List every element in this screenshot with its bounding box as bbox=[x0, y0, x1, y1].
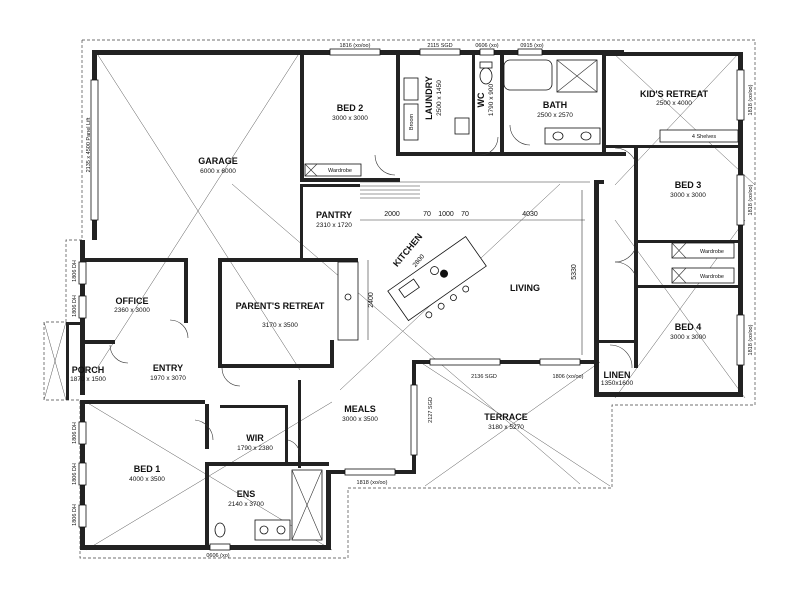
room-name-bath: BATH bbox=[543, 100, 567, 110]
room-name-terrace: TERRACE bbox=[484, 412, 528, 422]
window-marks bbox=[78, 48, 745, 551]
room-name-pantry: PANTRY bbox=[316, 210, 352, 220]
room-dim-parents-retreat: 3170 x 3500 bbox=[262, 322, 298, 329]
win-garage-left: 2135 x 4500 Panel Lift bbox=[86, 117, 92, 172]
doors bbox=[109, 124, 638, 457]
label-wardrobe-bed4: Wardrobe bbox=[700, 274, 724, 280]
win-terrace-sgd: 2127 SGD bbox=[428, 397, 434, 423]
dimension-labels: 2000 70 1000 70 4030 5330 2400 bbox=[368, 211, 578, 308]
room-dim-laundry: 2500 x 1450 bbox=[436, 80, 443, 116]
room-name-wc: WC bbox=[476, 92, 486, 107]
dimension-lines bbox=[360, 190, 585, 355]
win-bed1-left-2: 1806 DH bbox=[72, 463, 78, 485]
wardrobes bbox=[304, 129, 739, 284]
room-name-linen: LINEN bbox=[604, 370, 631, 380]
label-shelves: 4 Shelves bbox=[692, 134, 716, 140]
room-name-bed1: BED 1 bbox=[134, 464, 161, 474]
room-name-wir: WIR bbox=[246, 433, 264, 443]
room-name-kids-retreat: KID'S RETREAT bbox=[640, 89, 708, 99]
entry-steps bbox=[360, 181, 590, 199]
win-bed1-left-1: 1806 DH bbox=[72, 422, 78, 444]
room-dim-bath: 2500 x 2570 bbox=[537, 112, 573, 119]
win-top-laundry: 2115 SGD bbox=[427, 43, 452, 49]
room-name-ens: ENS bbox=[237, 489, 256, 499]
cooktop-icon bbox=[344, 293, 352, 301]
dim-2400: 2400 bbox=[368, 292, 375, 308]
dim-1000: 1000 bbox=[438, 211, 454, 218]
dim-70a: 70 bbox=[423, 211, 431, 218]
win-right-bed3: 1818 (xo/oo) bbox=[748, 184, 754, 215]
label-broom: Broom bbox=[409, 113, 415, 130]
label-wardrobe-bed3: Wardrobe bbox=[700, 249, 724, 255]
room-dim-meals: 3000 x 3500 bbox=[342, 416, 378, 423]
eave-outline bbox=[43, 39, 756, 559]
room-dim-bed2: 3000 x 3000 bbox=[332, 115, 368, 122]
win-top-bath: 0915 (xo) bbox=[520, 43, 543, 49]
room-dim-wir: 1790 x 2380 bbox=[237, 445, 273, 452]
room-dim-wc: 1790 x 900 bbox=[488, 84, 495, 117]
room-dim-pantry: 2310 x 1720 bbox=[316, 222, 352, 229]
ens-fixtures bbox=[214, 469, 323, 541]
room-name-meals: MEALS bbox=[344, 404, 376, 414]
room-dim-bed3: 3000 x 3000 bbox=[670, 192, 706, 199]
internal-walls bbox=[66, 55, 742, 550]
dim-4030: 4030 bbox=[522, 211, 538, 218]
room-name-bed4: BED 4 bbox=[675, 322, 702, 332]
room-dim-ens: 2140 x 3700 bbox=[228, 501, 264, 508]
win-office-left-2: 1806 DH bbox=[72, 295, 78, 317]
dim-5330: 5330 bbox=[571, 264, 578, 280]
win-meals-bottom: 1818 (xo/oo) bbox=[357, 480, 388, 486]
dim-2000: 2000 bbox=[384, 211, 400, 218]
room-dim-bed1: 4000 x 3500 bbox=[129, 476, 165, 483]
room-name-bed3: BED 3 bbox=[675, 180, 702, 190]
room-name-bed2: BED 2 bbox=[337, 103, 364, 113]
win-living-sgd: 2136 SGD bbox=[471, 374, 497, 380]
label-wardrobe-bed2: Wardrobe bbox=[328, 168, 352, 174]
window-labels: 1816 (xo/oo) 2115 SGD 0606 (xo) 0915 (xo… bbox=[72, 43, 754, 559]
room-name-porch: PORCH bbox=[72, 365, 105, 375]
wc-fixtures bbox=[479, 61, 493, 85]
room-dim-garage: 6000 x 6000 bbox=[200, 168, 236, 175]
win-top-wc: 0606 (xo) bbox=[475, 43, 498, 49]
room-dim-porch: 1870 x 1500 bbox=[70, 376, 106, 383]
fixture-labels: Broom Wardrobe Wardrobe Wardrobe 4 Shelv… bbox=[328, 113, 724, 280]
kitchen-bench bbox=[337, 261, 359, 341]
room-name-living: LIVING bbox=[510, 283, 540, 293]
win-office-left-1: 1806 DH bbox=[72, 260, 78, 282]
room-name-office: OFFICE bbox=[116, 296, 149, 306]
room-dim-terrace: 3180 x 5270 bbox=[488, 424, 524, 431]
room-name-parents-retreat: PARENT'S RETREAT bbox=[236, 301, 325, 311]
win-right-kids: 1818 (xo/oo) bbox=[748, 84, 754, 115]
win-bed1-left-3: 1806 DH bbox=[72, 504, 78, 526]
kitchen-island bbox=[387, 236, 487, 322]
room-name-laundry: LAUNDRY bbox=[424, 76, 434, 120]
room-dim-office: 2360 x 3000 bbox=[114, 307, 150, 314]
dim-70b: 70 bbox=[461, 211, 469, 218]
room-dim-linen: 1350x1600 bbox=[601, 380, 634, 387]
room-dim-kids-retreat: 2500 x 4000 bbox=[656, 100, 692, 107]
room-dim-entry: 1970 x 3070 bbox=[150, 375, 186, 382]
win-right-bed4: 1818 (xo/oo) bbox=[748, 324, 754, 355]
room-name-entry: ENTRY bbox=[153, 363, 183, 373]
laundry-fixtures bbox=[403, 77, 470, 141]
room-name-garage: GARAGE bbox=[198, 156, 238, 166]
win-ens-bottom: 0606 (xo) bbox=[206, 553, 229, 559]
win-living-right: 1806 (xo/oo) bbox=[553, 374, 584, 380]
bath-fixtures bbox=[503, 59, 601, 145]
room-dim-bed4: 3000 x 3000 bbox=[670, 334, 706, 341]
win-top-bed2: 1816 (xo/oo) bbox=[340, 43, 371, 49]
